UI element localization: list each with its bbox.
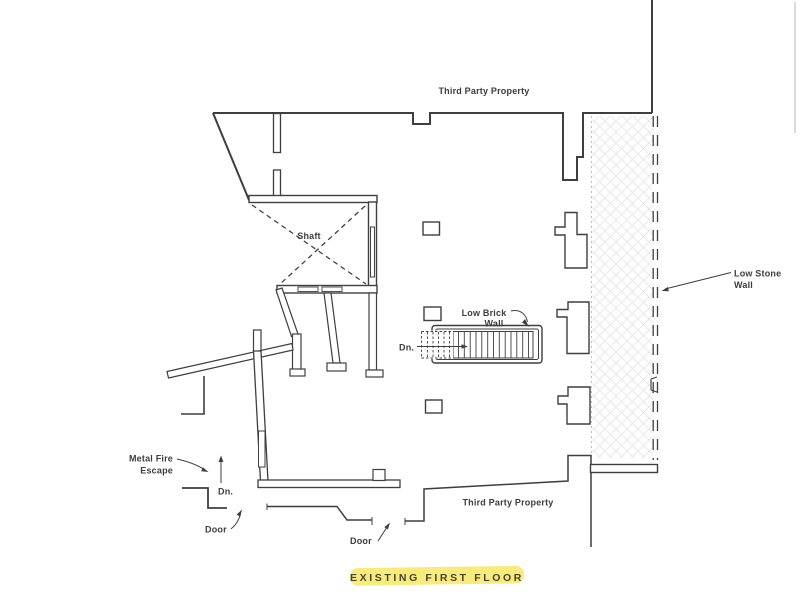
right-connecting-wall — [589, 463, 659, 474]
low-stone-wall-arrow — [661, 287, 669, 292]
fire-escape-down-label: Dn. — [218, 487, 233, 497]
door-left-arrow — [236, 509, 242, 517]
door-right-arrow — [384, 522, 390, 530]
third-party-property-bottom-label: Third Party Property — [462, 498, 553, 508]
stair-treads — [458, 332, 529, 358]
stair-treads-hidden — [421, 331, 453, 359]
top-boundary-wall — [212, 0, 653, 201]
door-right-label: Door — [350, 536, 372, 546]
low-brick-wall-label-line1: Low Brick — [462, 308, 508, 318]
low-stone-wall-leader — [664, 272, 732, 290]
door-left-label: Door — [205, 525, 227, 535]
bottom-boundary-lines — [266, 454, 592, 547]
door-left-leader — [230, 513, 241, 530]
stair-down-label: Dn. — [399, 343, 414, 353]
dashed-stone-wall — [650, 116, 659, 460]
page-title: EXISTING FIRST FLOOR — [350, 572, 524, 584]
shaft-x-marks — [251, 204, 367, 286]
title-highlight — [349, 565, 524, 586]
fire-escape-walls — [182, 487, 227, 509]
low-brick-wall-label-line2: Wall — [485, 319, 504, 329]
metal-fire-escape-arrow — [201, 467, 209, 472]
low-stone-wall-label-line1: Low Stone — [734, 269, 781, 279]
low-stone-wall-label-line2: Wall — [734, 280, 753, 290]
door-right-leader — [377, 526, 388, 542]
metal-fire-escape-label-line2: Escape — [140, 466, 173, 476]
left-diagonal-wall — [212, 112, 250, 201]
third-party-property-top-label: Third Party Property — [438, 86, 529, 96]
lower-diagonal-wall — [166, 329, 294, 415]
shaft-walls — [248, 194, 378, 294]
left-perimeter-walls — [252, 350, 401, 489]
annotation-leaders — [176, 272, 732, 542]
shaft-label: Shaft — [297, 231, 321, 241]
stair-assembly — [417, 324, 543, 364]
hatched-strip — [592, 116, 653, 458]
interior-columns — [422, 221, 443, 414]
fire-escape-up-arrow — [218, 455, 224, 462]
low-brick-wall-arrow — [522, 319, 529, 327]
stair-down-arrow — [461, 344, 468, 349]
metal-fire-escape-label-line1: Metal Fire — [129, 454, 173, 464]
right-pillars — [554, 211, 591, 425]
shaft-support-piers — [275, 287, 384, 378]
metal-fire-escape-leader — [176, 458, 205, 470]
shaft-entry-stubs — [272, 112, 282, 199]
low-brick-wall-leader — [510, 310, 528, 323]
